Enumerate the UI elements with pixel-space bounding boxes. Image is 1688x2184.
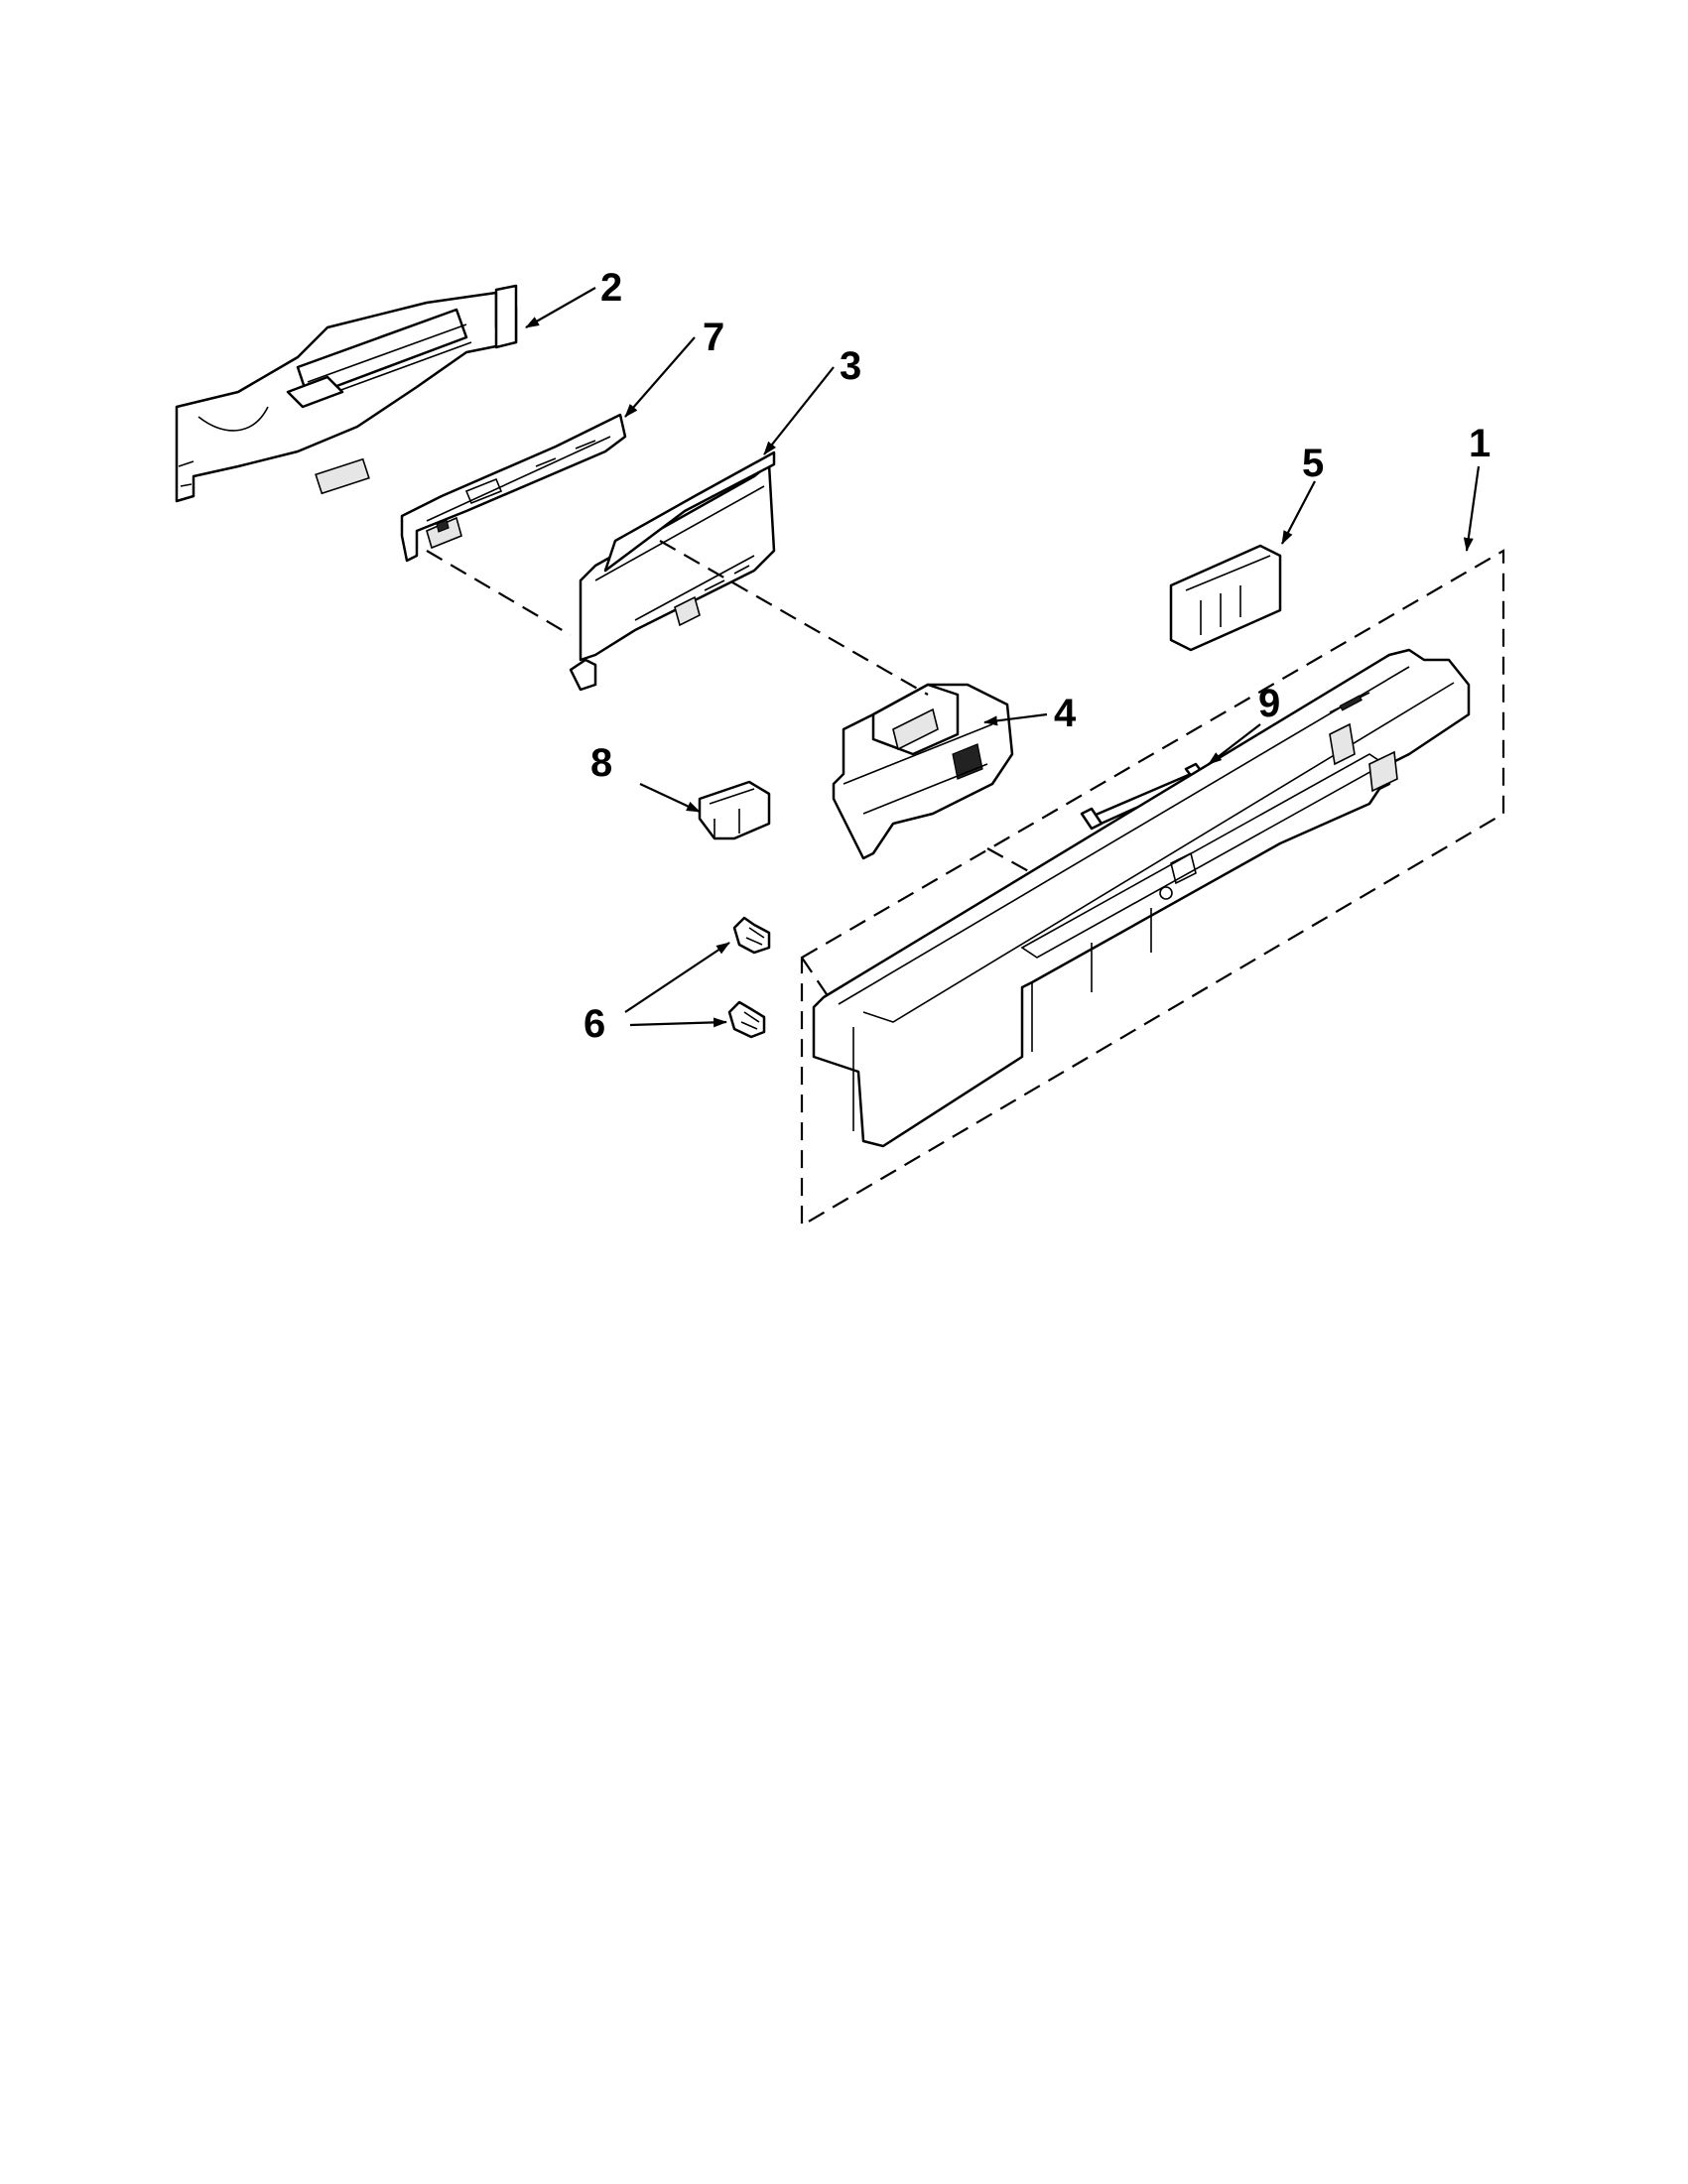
callout-label-3: 3 [840,344,861,388]
callout-labels: 2 7 3 1 5 9 4 8 6 [584,266,1491,1046]
part-7-ui-board [400,413,627,563]
leader-lines [525,287,1481,1028]
callout-label-6: 6 [584,1002,605,1046]
part-2-bracket [175,284,518,503]
part-1-group-box [800,549,1505,1227]
part-3-control-board [569,450,776,692]
callout-label-2: 2 [600,266,622,310]
callout-label-9: 9 [1258,682,1280,725]
callout-label-1: 1 [1469,422,1491,465]
part-1-console [812,648,1471,1148]
part-4-housing [832,683,1014,860]
callout-label-8: 8 [590,741,612,785]
callout-label-5: 5 [1302,442,1324,485]
part-6-screws [727,916,771,1039]
callout-label-4: 4 [1054,692,1077,735]
alignment-lines [426,540,1033,998]
part-5-clip [1169,544,1282,652]
part-8-small-bracket [698,780,771,840]
callout-label-7: 7 [703,316,724,359]
